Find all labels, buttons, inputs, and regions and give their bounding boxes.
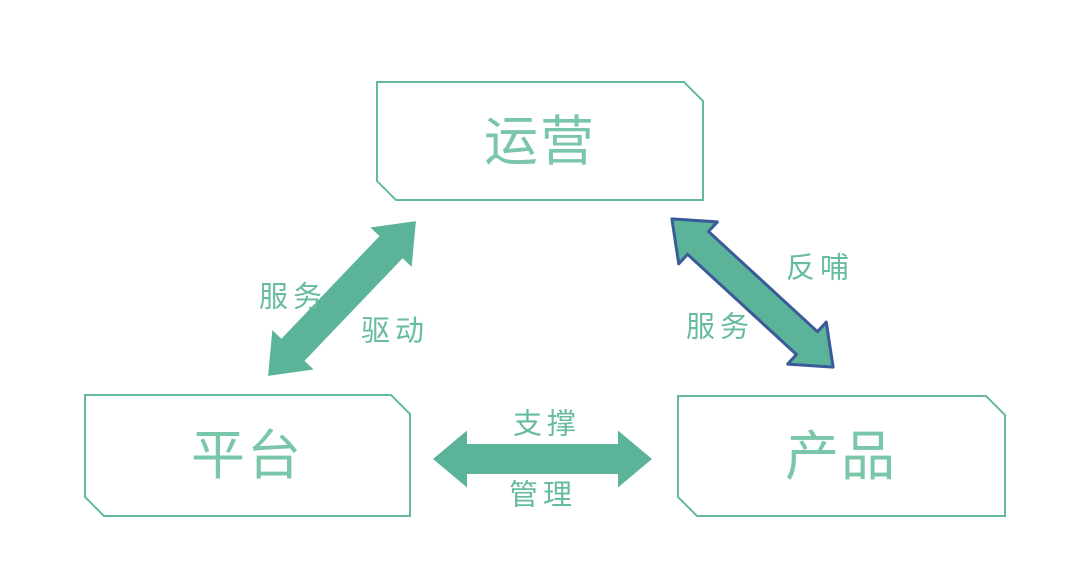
node-platform-shape bbox=[84, 394, 411, 517]
node-product-label: 产品 bbox=[785, 425, 897, 488]
edge-platform-product-label-lower: 管理 bbox=[508, 477, 578, 512]
node-product-shape bbox=[677, 395, 1006, 517]
edge-platform-operations-label-lower: 驱动 bbox=[360, 313, 430, 348]
node-operations-label: 运营 bbox=[484, 110, 596, 173]
node-platform-label: 平台 bbox=[191, 424, 303, 487]
edge-operations-product-label-upper: 反哺 bbox=[785, 250, 855, 285]
edge-platform-operations-arrow bbox=[268, 221, 416, 376]
edge-operations-product-arrow bbox=[670, 217, 835, 369]
edge-platform-product-arrow bbox=[433, 430, 652, 488]
edge-platform-product-label-upper: 支撑 bbox=[512, 406, 582, 441]
node-operations-shape bbox=[376, 81, 704, 201]
edge-operations-product-label-lower: 服务 bbox=[685, 309, 755, 344]
edge-platform-operations-label-upper: 服务 bbox=[258, 279, 328, 314]
